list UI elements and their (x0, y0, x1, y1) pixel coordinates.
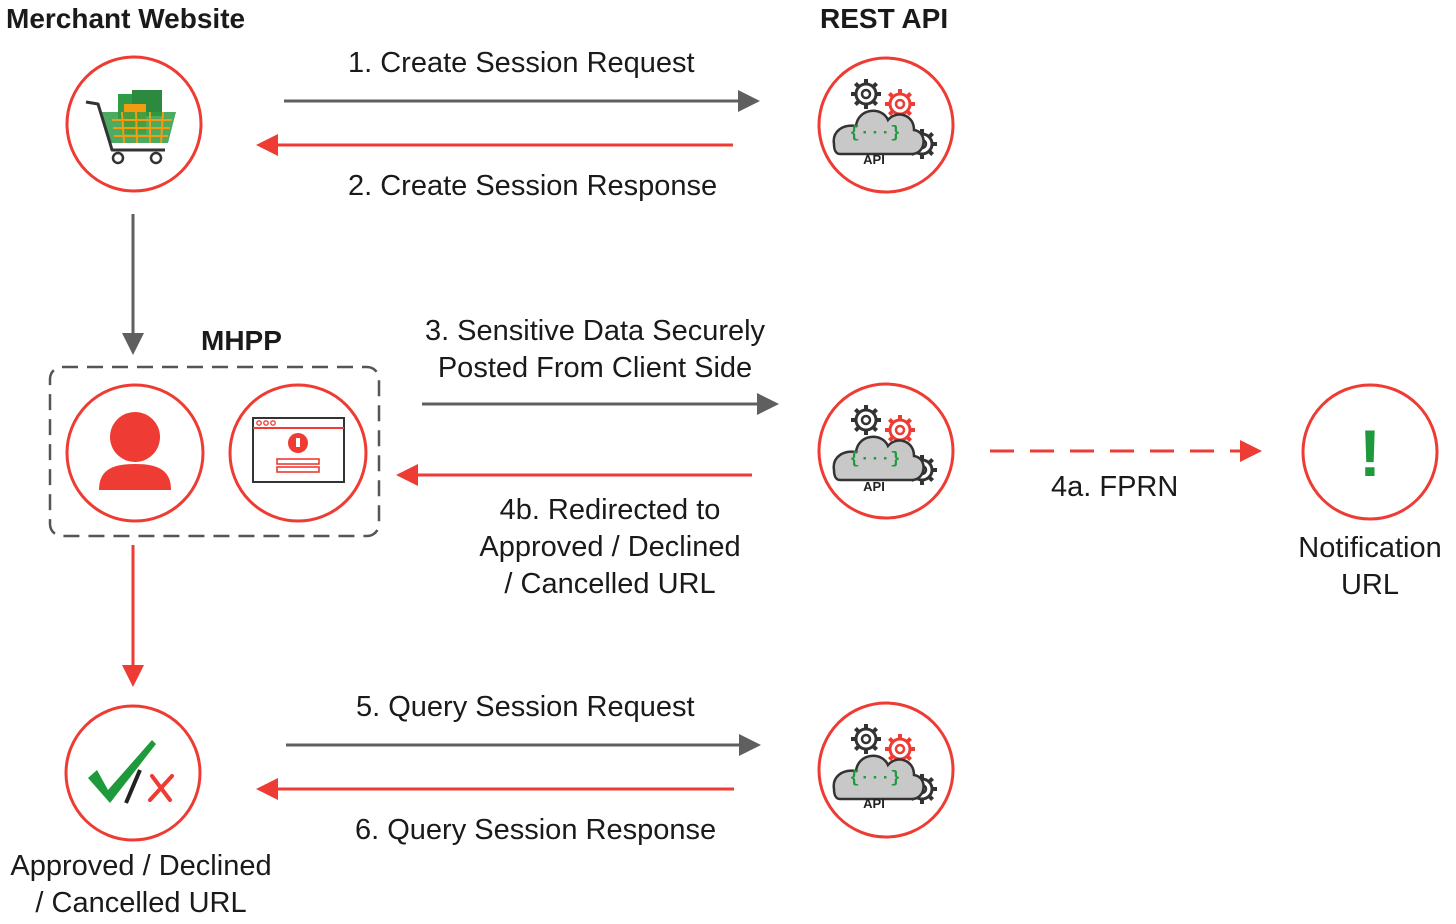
notification-url-label: Notification URL (1270, 530, 1456, 604)
arrow-merchant-to-mhpp (122, 214, 144, 355)
step-4b-line-1: 4b. Redirected to (499, 494, 721, 526)
result-url-label: Approved / Declined / Cancelled URL (0, 848, 282, 922)
api-badge-middle: API (863, 479, 885, 494)
step-4b-line-3: / Cancelled URL (504, 568, 716, 600)
mhpp-user-node (65, 383, 205, 523)
api-badge-bottom: API (863, 796, 885, 811)
rest-api-node-bottom (817, 701, 955, 839)
arrow-redirect-back (396, 464, 752, 486)
rest-api-node-middle (817, 382, 955, 520)
secure-browser-icon (252, 417, 345, 483)
approved-declined-icon (88, 740, 174, 804)
mhpp-group-box (48, 365, 381, 538)
notification-node (1301, 383, 1439, 521)
step-2-label: 2. Create Session Response (348, 170, 718, 202)
merchant-website-title: Merchant Website (6, 3, 246, 34)
merchant-node (65, 55, 203, 193)
exclamation-icon: ! (1359, 416, 1381, 490)
arrow-fprn-dashed (990, 440, 1262, 462)
shopping-cart-icon (85, 90, 176, 165)
result-node (64, 704, 202, 842)
arrow-create-session-response (256, 134, 733, 156)
api-braces-middle: {···} (849, 450, 900, 469)
mhpp-title: MHPP (201, 325, 282, 356)
result-label-line-2: / Cancelled URL (35, 887, 247, 919)
step-5-label: 5. Query Session Request (356, 691, 695, 723)
arrow-create-session-request (284, 90, 760, 112)
api-braces-top: {···} (849, 124, 900, 143)
step-4a-label: 4a. FPRN (1051, 471, 1179, 503)
step-6-label: 6. Query Session Response (355, 814, 717, 846)
arrow-sensitive-data-post (422, 393, 779, 415)
api-badge-top: API (863, 152, 885, 167)
step-4b-label: 4b. Redirected to Approved / Declined / … (440, 492, 780, 603)
notification-label-line-1: Notification (1298, 532, 1442, 564)
rest-api-title: REST API (820, 3, 949, 34)
step-3-label: 3. Sensitive Data Securely Posted From C… (400, 313, 790, 387)
notification-label-line-2: URL (1340, 569, 1399, 601)
arrow-query-session-request (286, 734, 761, 756)
mhpp-browser-node (228, 383, 368, 523)
rest-api-node-top (817, 56, 955, 194)
arrow-mhpp-to-result (122, 545, 144, 687)
step-3-line-1: 3. Sensitive Data Securely (424, 315, 766, 347)
step-4b-line-2: Approved / Declined (479, 531, 741, 563)
user-icon (99, 412, 171, 490)
api-braces-bottom: {···} (849, 769, 900, 788)
result-label-line-1: Approved / Declined (10, 850, 272, 882)
step-3-line-2: Posted From Client Side (437, 352, 753, 384)
step-1-label: 1. Create Session Request (348, 47, 695, 79)
arrow-query-session-response (256, 778, 734, 800)
